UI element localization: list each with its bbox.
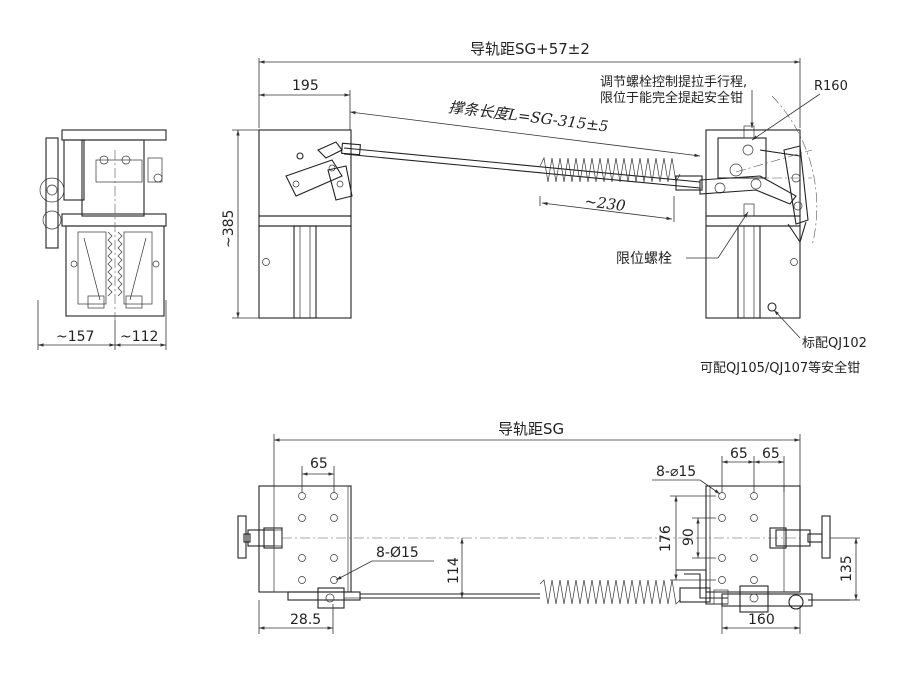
rail-gauge-bottom-label: 导轨距SG bbox=[498, 420, 564, 438]
optional-match-label: 可配QJ105/QJ107等安全钳 bbox=[700, 360, 860, 376]
rail-gauge-top-label: 导轨距SG+57±2 bbox=[470, 40, 590, 58]
dim-230-label: ~230 bbox=[584, 192, 628, 215]
dim-195-label: 195 bbox=[292, 78, 319, 94]
dim-65-left-label: 65 bbox=[310, 456, 328, 472]
dim-385-label: ~385 bbox=[221, 210, 237, 248]
dim-90-label: 90 bbox=[681, 528, 697, 546]
dim-112-label: ~112 bbox=[120, 329, 158, 345]
r160-label: R160 bbox=[814, 79, 848, 94]
front-view: 导轨距SG+57±2 195 ~385 撑条长度L=SG-315±5 bbox=[221, 40, 867, 376]
dim-28-5-label: 28.5 bbox=[290, 612, 321, 628]
side-view: ~157 ~112 bbox=[37, 129, 167, 350]
dim-65-right-a-label: 65 bbox=[730, 446, 748, 462]
holes-left-label: 8-Ø15 bbox=[376, 545, 419, 561]
dim-160-label: 160 bbox=[748, 612, 775, 628]
dim-135-label: 135 bbox=[839, 555, 855, 582]
limit-bolt-label: 限位螺栓 bbox=[616, 251, 672, 267]
adjust-note-line2: 限位于能完全提起安全钳 bbox=[600, 90, 743, 106]
adjust-note-line1: 调节螺栓控制提拉手行程, bbox=[600, 74, 747, 90]
holes-right-label: 8-⌀15 bbox=[656, 464, 696, 480]
left-hole-grid bbox=[298, 492, 338, 584]
dim-114-label: 114 bbox=[446, 557, 462, 584]
dim-65-right-b-label: 65 bbox=[762, 446, 780, 462]
right-hole-grid bbox=[718, 492, 758, 584]
dim-157-label: ~157 bbox=[56, 329, 94, 345]
rod-length-label: 撑条长度L=SG-315±5 bbox=[448, 98, 610, 135]
top-view: 导轨距SG 65 8-Ø15 bbox=[237, 420, 860, 634]
dim-176-label: 176 bbox=[658, 525, 674, 552]
std-match-label: 标配QJ102 bbox=[802, 336, 867, 351]
